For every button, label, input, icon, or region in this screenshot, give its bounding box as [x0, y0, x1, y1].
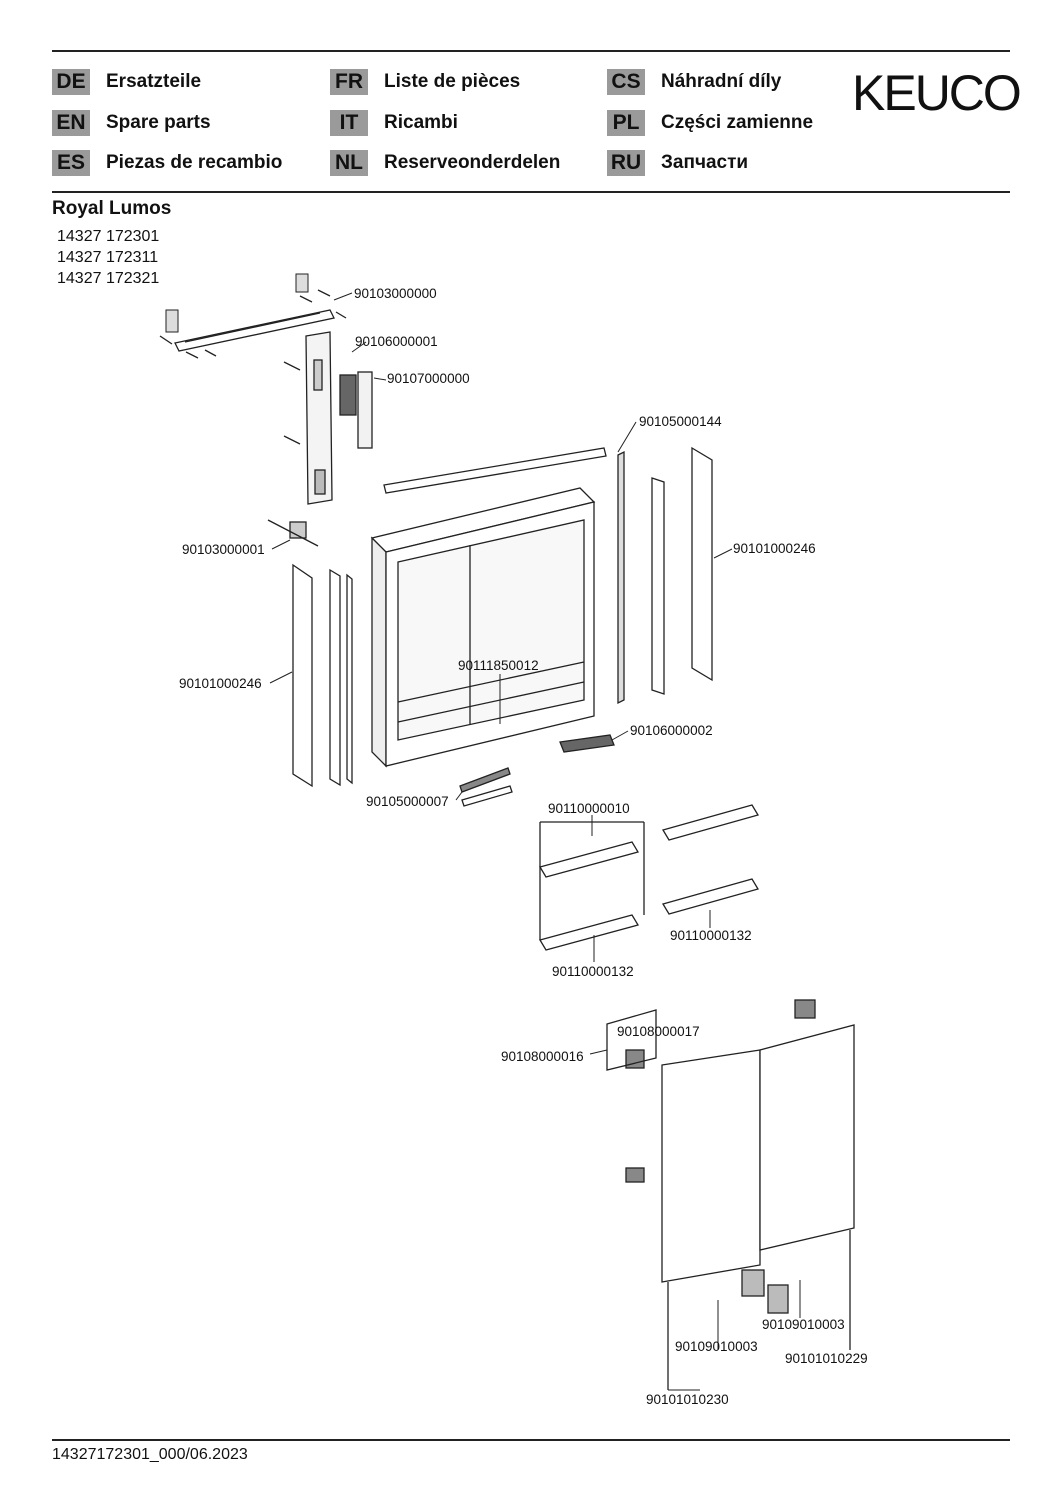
language-nl: NL Reserveonderdelen — [330, 150, 560, 176]
part-number: 90108000017 — [617, 1024, 700, 1039]
light-bar-drawing — [617, 446, 713, 705]
header-bottom-rule — [52, 191, 1010, 193]
language-it: IT Ricambi — [330, 110, 458, 136]
leader-lines — [269, 292, 801, 1391]
part-number: 90109010003 — [762, 1317, 845, 1332]
language-label: Ricambi — [384, 112, 458, 133]
language-code: EN — [52, 110, 90, 136]
profile-pieces-drawing — [459, 767, 513, 807]
cabinet-body-drawing — [370, 447, 607, 768]
language-label: Piezas de recambio — [106, 152, 283, 173]
language-code: NL — [330, 150, 368, 176]
language-label: Spare parts — [106, 112, 211, 133]
part-number-labels: 90103000000 90106000001 90107000000 9010… — [179, 286, 868, 1407]
part-number: 90103000001 — [182, 542, 265, 557]
part-number: 90110000010 — [548, 801, 630, 816]
shelves-drawing — [539, 804, 759, 951]
article-number: 14327 172311 — [57, 249, 159, 266]
part-number: 90101010230 — [646, 1392, 729, 1407]
language-code: PL — [607, 110, 645, 136]
language-en: EN Spare parts — [52, 110, 211, 136]
mounting-rail-drawing — [159, 273, 347, 359]
left-side-panel-drawing — [292, 563, 353, 788]
part-number: 90109010003 — [675, 1339, 758, 1354]
document-code: 14327172301_000/06.2023 — [52, 1446, 248, 1463]
language-code: CS — [607, 69, 645, 95]
part-number: 90105000007 — [366, 794, 449, 809]
part-number: 90101010229 — [785, 1351, 868, 1366]
language-ru: RU Запчасти — [607, 150, 748, 176]
control-panel-drawing — [283, 331, 373, 505]
bottom-module-drawing — [559, 734, 615, 753]
language-code: ES — [52, 150, 90, 176]
language-label: Liste de pièces — [384, 71, 521, 92]
language-label: Części zamienne — [661, 112, 814, 133]
language-es: ES Piezas de recambio — [52, 150, 282, 176]
part-number: 90101000246 — [179, 676, 262, 691]
language-code: IT — [330, 110, 368, 136]
language-de: DE Ersatzteile — [52, 69, 201, 95]
language-fr: FR Liste de pièces — [330, 69, 520, 95]
language-code: RU — [607, 150, 645, 176]
part-number: 90103000000 — [354, 286, 437, 301]
article-number: 14327 172321 — [57, 270, 160, 287]
language-label: Запчасти — [661, 152, 749, 173]
part-number: 90106000001 — [355, 334, 438, 349]
product-title: Royal Lumos — [52, 198, 172, 219]
language-pl: PL Części zamienne — [607, 110, 813, 136]
language-cs: CS Náhradní díly — [607, 69, 781, 95]
language-code: DE — [52, 69, 90, 95]
language-label: Reserveonderdelen — [384, 152, 561, 173]
part-number: 90110000132 — [552, 964, 634, 979]
part-number: 90105000144 — [639, 414, 722, 429]
language-label: Ersatzteile — [106, 71, 202, 92]
mirror-doors-drawing — [606, 999, 855, 1390]
part-number: 90107000000 — [387, 371, 470, 386]
part-number: 90111850012 — [458, 658, 539, 673]
brand-logo: KEUCO — [852, 65, 1022, 121]
language-code: FR — [330, 69, 368, 95]
bracket-drawing — [267, 519, 319, 547]
part-number: 90101000246 — [733, 541, 816, 556]
part-number: 90106000002 — [630, 723, 713, 738]
footer-rule — [52, 1439, 1010, 1441]
language-label: Náhradní díly — [661, 71, 782, 92]
part-number: 90110000132 — [670, 928, 752, 943]
header-top-rule — [52, 50, 1010, 52]
article-number: 14327 172301 — [57, 228, 160, 245]
part-number: 90108000016 — [501, 1049, 584, 1064]
